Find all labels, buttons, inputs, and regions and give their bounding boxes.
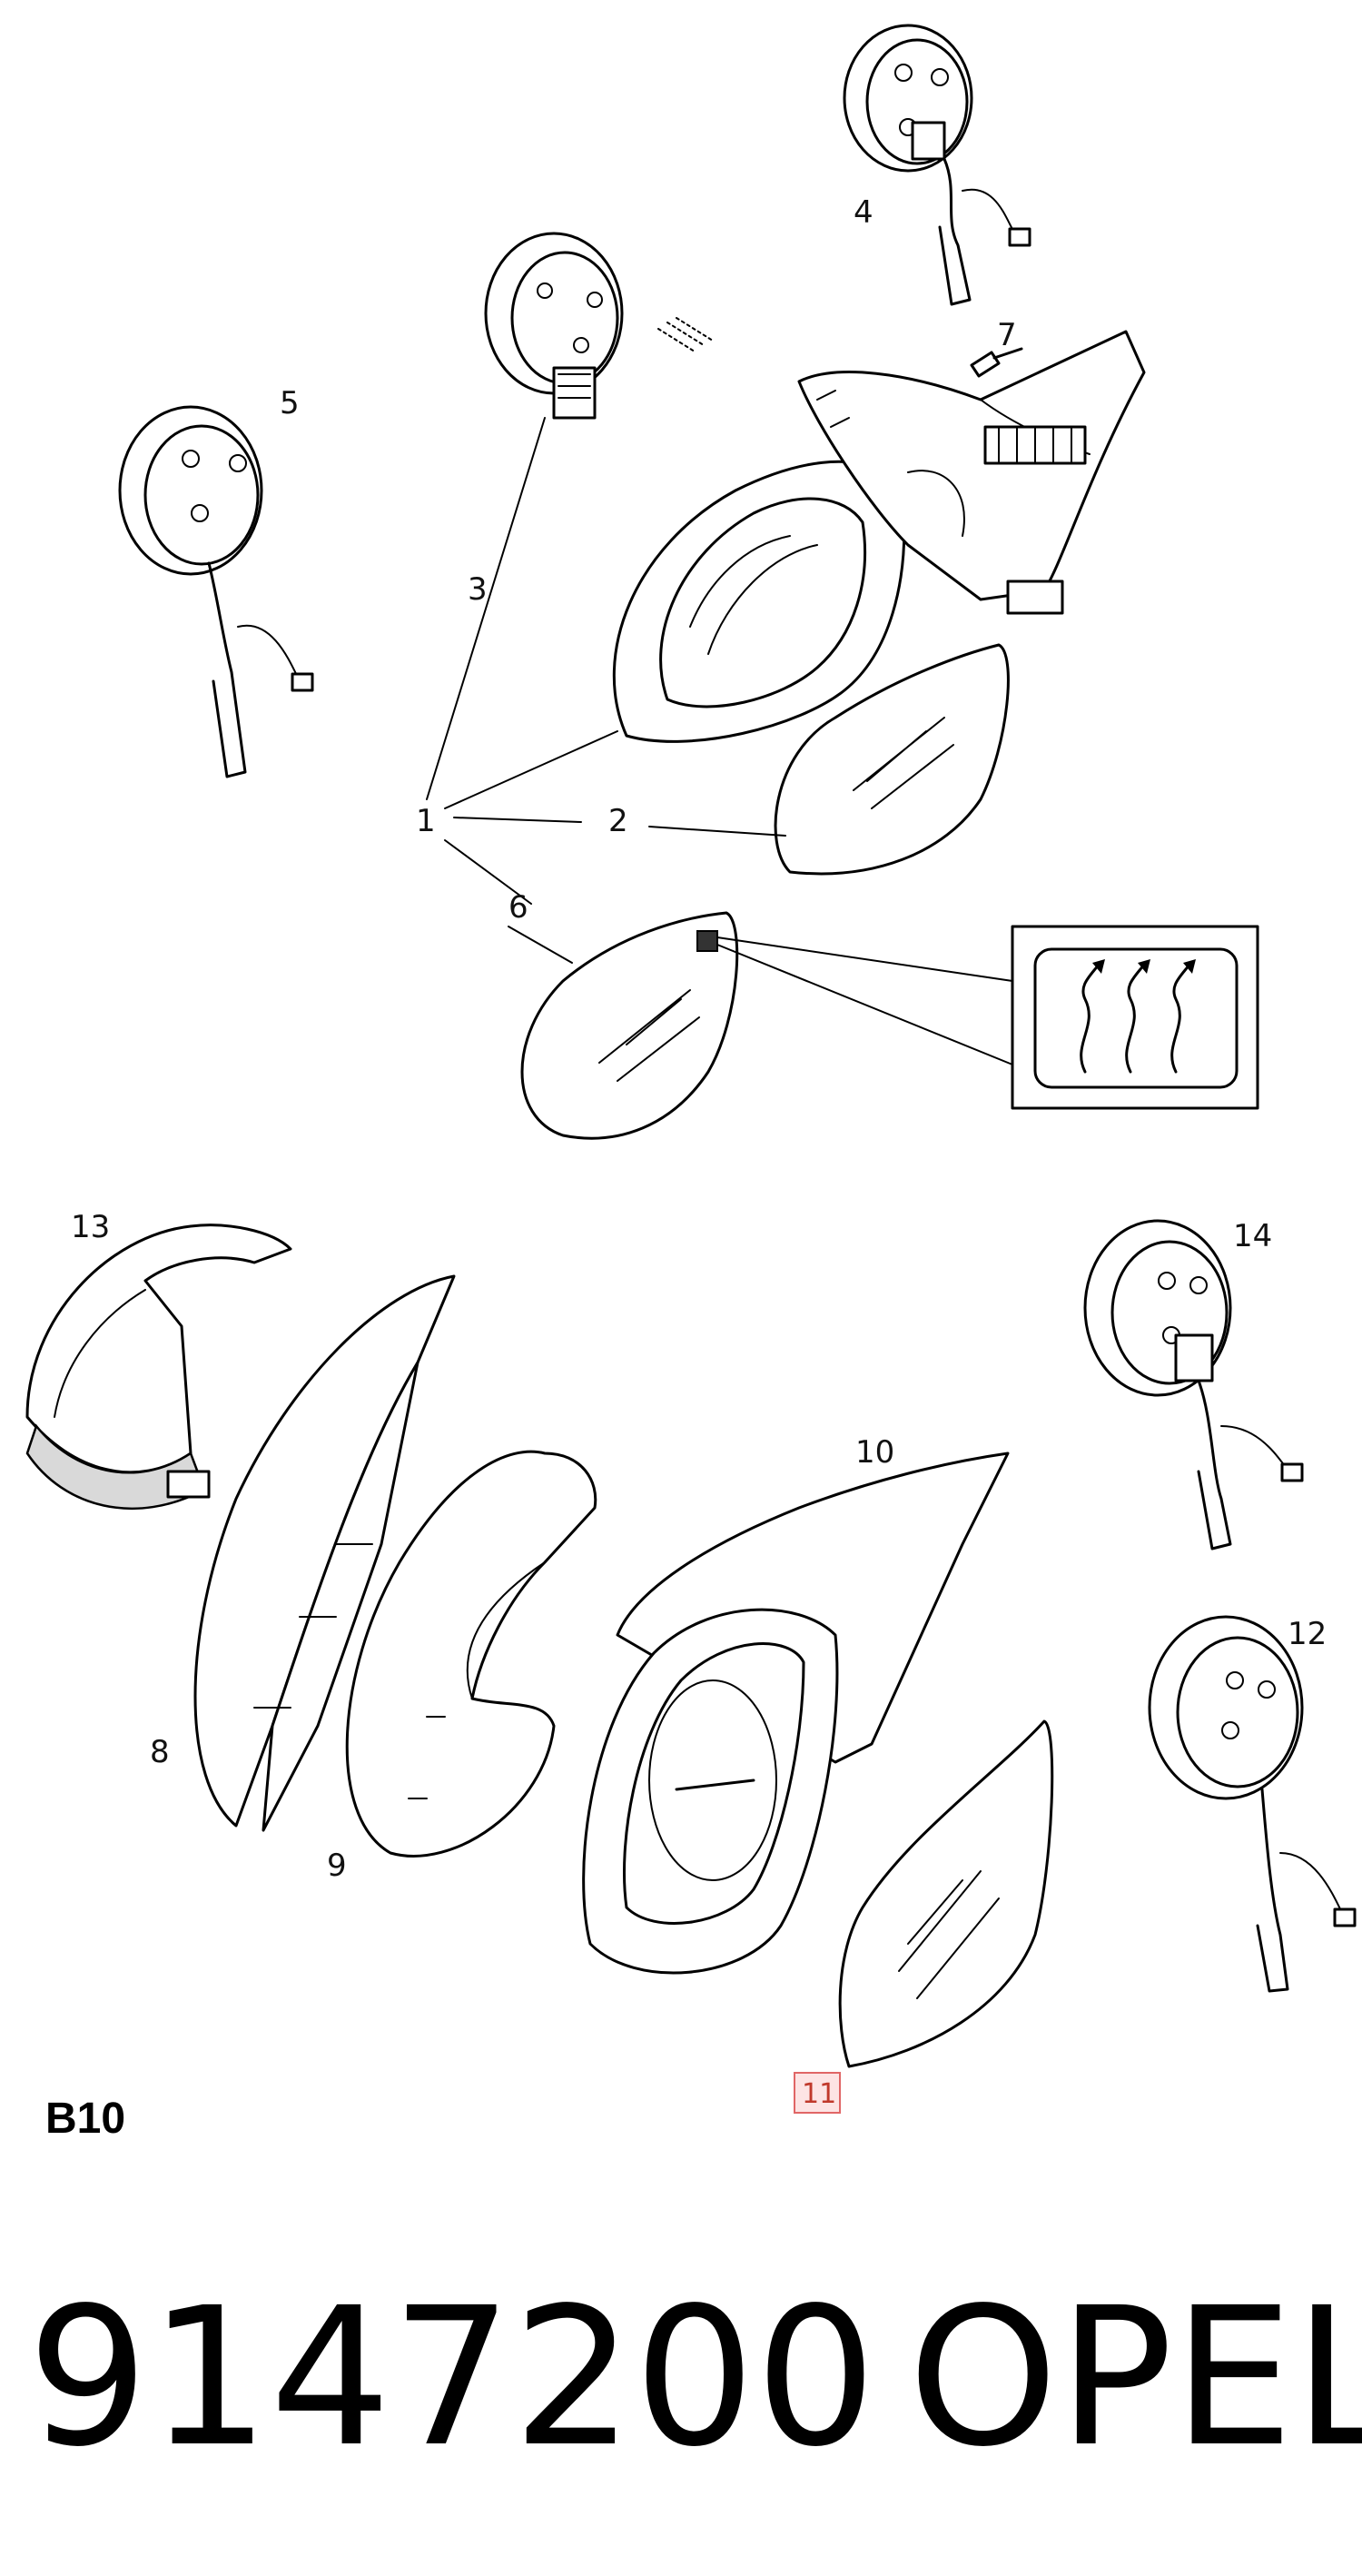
callout-1[interactable]: 1 (416, 803, 436, 839)
callout-6[interactable]: 6 (508, 889, 528, 926)
mirror-glass-part-11[interactable] (838, 1719, 1054, 2068)
callout-12[interactable]: 12 (1288, 1616, 1327, 1652)
screw-part-7[interactable] (970, 347, 1023, 378)
mirror-motor-part-4[interactable] (843, 24, 1031, 306)
callout-labels: 1 2 3 4 5 6 7 8 9 10 12 13 14 11 (71, 194, 1327, 2114)
callout-3[interactable]: 3 (468, 571, 488, 608)
heated-mirror-glass-part-6[interactable] (520, 911, 739, 1140)
callout-13[interactable]: 13 (71, 1209, 110, 1245)
mirror-motor-part-14[interactable] (1083, 1219, 1304, 1551)
mirror-motor-part-12[interactable] (1148, 1615, 1357, 1993)
callout-4[interactable]: 4 (854, 194, 873, 231)
callout-11[interactable]: 11 (802, 2078, 836, 2110)
mirror-housing-assembly-part-1[interactable] (612, 330, 1146, 743)
section-label: B10 (45, 2095, 125, 2143)
callout-2[interactable]: 2 (608, 803, 628, 839)
callout-7[interactable]: 7 (997, 317, 1017, 353)
part-number: 9147200 (27, 2266, 876, 2489)
heating-symbol-inset (716, 925, 1259, 1110)
callout-14[interactable]: 14 (1233, 1218, 1272, 1254)
mirror-motor-part-5[interactable] (118, 405, 314, 778)
callout-8[interactable]: 8 (150, 1734, 170, 1770)
heat-wave-icon (1080, 959, 1196, 1074)
leader-lines-top (426, 417, 786, 964)
hatching-detail (657, 317, 714, 352)
mirror-cover-part-9[interactable] (345, 1450, 597, 1858)
callout-10[interactable]: 10 (855, 1434, 894, 1471)
callout-11-highlight (794, 2072, 841, 2114)
callout-9[interactable]: 9 (327, 1848, 347, 1884)
mirror-housing-part-10[interactable] (582, 1451, 1010, 1975)
mirror-glass-part-2[interactable] (774, 643, 1010, 876)
mirror-motor-part-3[interactable] (484, 232, 624, 420)
housing-shell-part-8[interactable] (193, 1274, 456, 1832)
callout-5[interactable]: 5 (280, 385, 300, 421)
cover-cap-part-13[interactable] (25, 1224, 292, 1510)
brand-name: OPEL (908, 2266, 1362, 2489)
